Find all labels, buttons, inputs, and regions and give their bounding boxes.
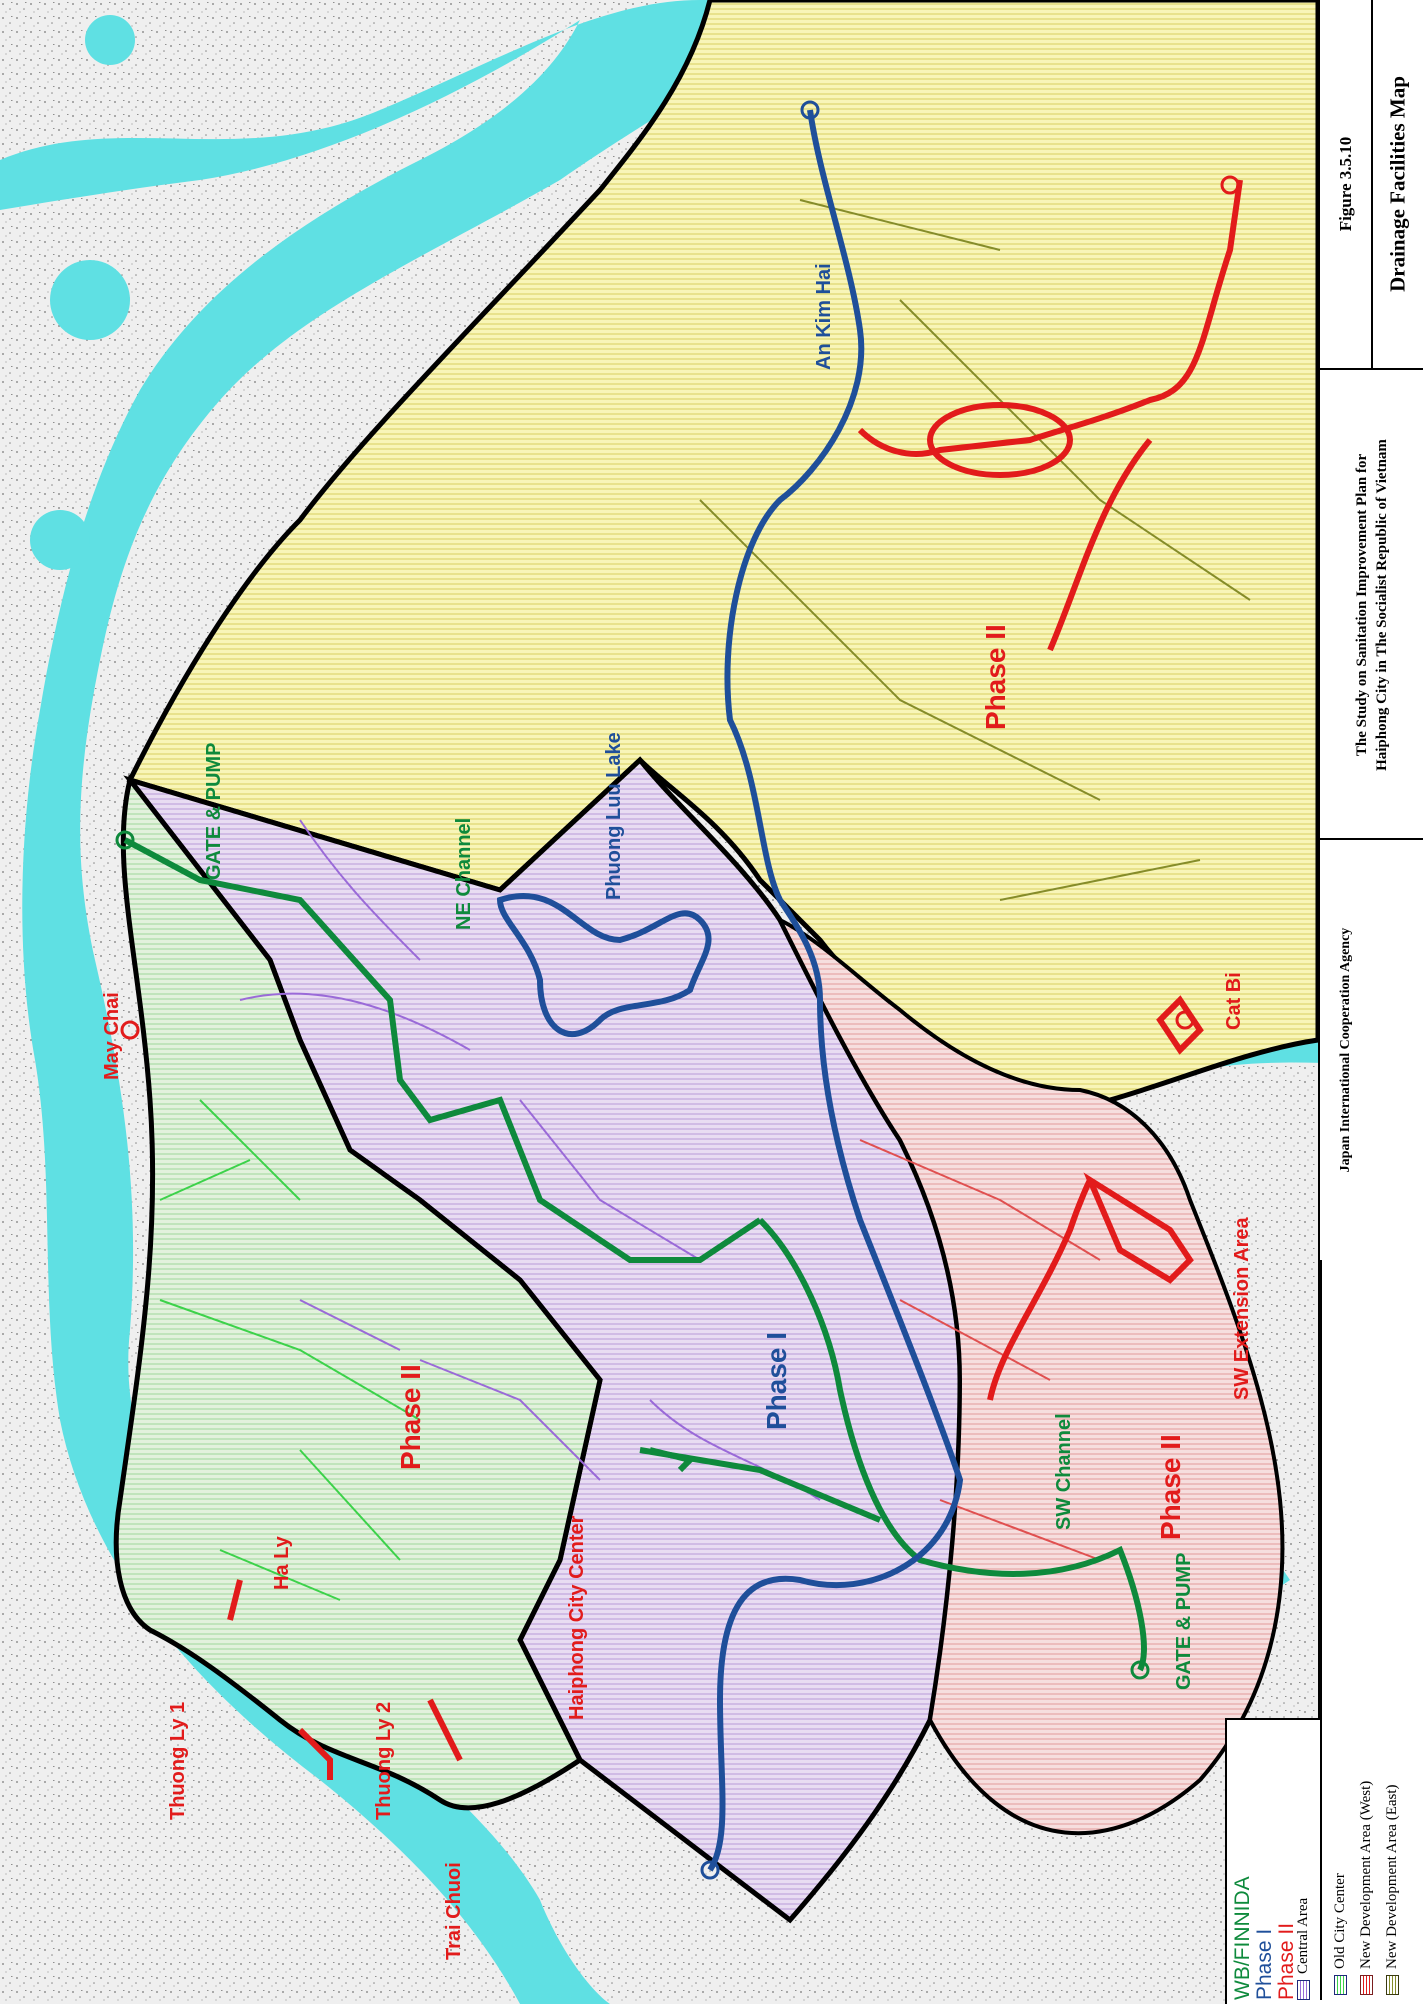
pump-stations: [115, 100, 1240, 1880]
legend: WB/FINNIDA Phase I Phase II Central Area: [1225, 1718, 1320, 2004]
label-sw-extension: SW Extension Area: [1231, 1216, 1253, 1400]
zone-old-city: [113, 774, 603, 1811]
map-title: Drainage Facilities Map: [1385, 76, 1410, 292]
phase-one-lines: [496, 109, 964, 1872]
figure-cell: Figure 3.5.10 Drainage Facilities Map: [1320, 0, 1423, 370]
label-phase-two-old: Phase II: [395, 1364, 426, 1470]
label-thuong-ly-1: Thuong Ly 1: [167, 1702, 189, 1820]
map-labels: May Chai GATE & PUMP NE Channel Phuong L…: [101, 263, 1253, 1960]
label-phuong-luu: Phuong Luu Lake: [603, 732, 625, 900]
agency: Japan International Cooperation Agency: [1338, 927, 1353, 1173]
label-phase-one: Phase I: [761, 1332, 792, 1430]
label-an-kim-hai: An Kim Hai: [813, 263, 835, 370]
figure-number: Figure 3.5.10: [1336, 136, 1355, 232]
legend-phase-one: Phase I: [1253, 1928, 1276, 2000]
label-cat-bi: Cat Bi: [1223, 972, 1245, 1030]
label-ne-channel: NE Channel: [453, 818, 475, 930]
legend-old-city: Old City Center: [1332, 1873, 1349, 1995]
label-haiphong-center: Haiphong City Center: [566, 1515, 588, 1720]
legend-new-west: New Development Area (West): [1358, 1781, 1375, 1995]
label-gate-pump-ne: GATE & PUMP: [203, 743, 225, 880]
study-line-1: The Study on Sanitation Improvement Plan…: [1354, 453, 1370, 757]
label-phase-two-east: Phase II: [980, 624, 1011, 730]
new-east-swatch: [1386, 1975, 1399, 1995]
central-swatch: [1297, 1980, 1310, 2000]
agency-cell: Japan International Cooperation Agency: [1320, 840, 1423, 1260]
legend-extra: Old City Center New Development Area (We…: [1320, 1260, 1420, 2000]
label-trai-chuoi: Trai Chuoi: [443, 1862, 465, 1960]
label-gate-pump-sw: GATE & PUMP: [1173, 1553, 1195, 1690]
wb-finnida-lines: [123, 837, 1147, 1672]
old-city-swatch: [1334, 1975, 1347, 1995]
label-ha-ly: Ha Ly: [271, 1535, 293, 1590]
label-sw-channel: SW Channel: [1053, 1413, 1075, 1530]
new-west-swatch: [1360, 1975, 1373, 1995]
study-line-2: Haiphong City in The Socialist Republic …: [1374, 439, 1390, 771]
label-may-chai: May Chai: [101, 992, 123, 1080]
sub-boundaries: [159, 199, 1251, 1601]
legend-central: Central Area: [1295, 1898, 1312, 2000]
label-thuong-ly-2: Thuong Ly 2: [373, 1702, 395, 1820]
study-cell: The Study on Sanitation Improvement Plan…: [1320, 370, 1423, 840]
legend-new-east: New Development Area (East): [1384, 1784, 1401, 1995]
label-phase-two-sw: Phase II: [1155, 1434, 1186, 1540]
phase-two-lines: [227, 179, 1243, 1780]
legend-wb: WB/FINNIDA: [1231, 1876, 1254, 2000]
